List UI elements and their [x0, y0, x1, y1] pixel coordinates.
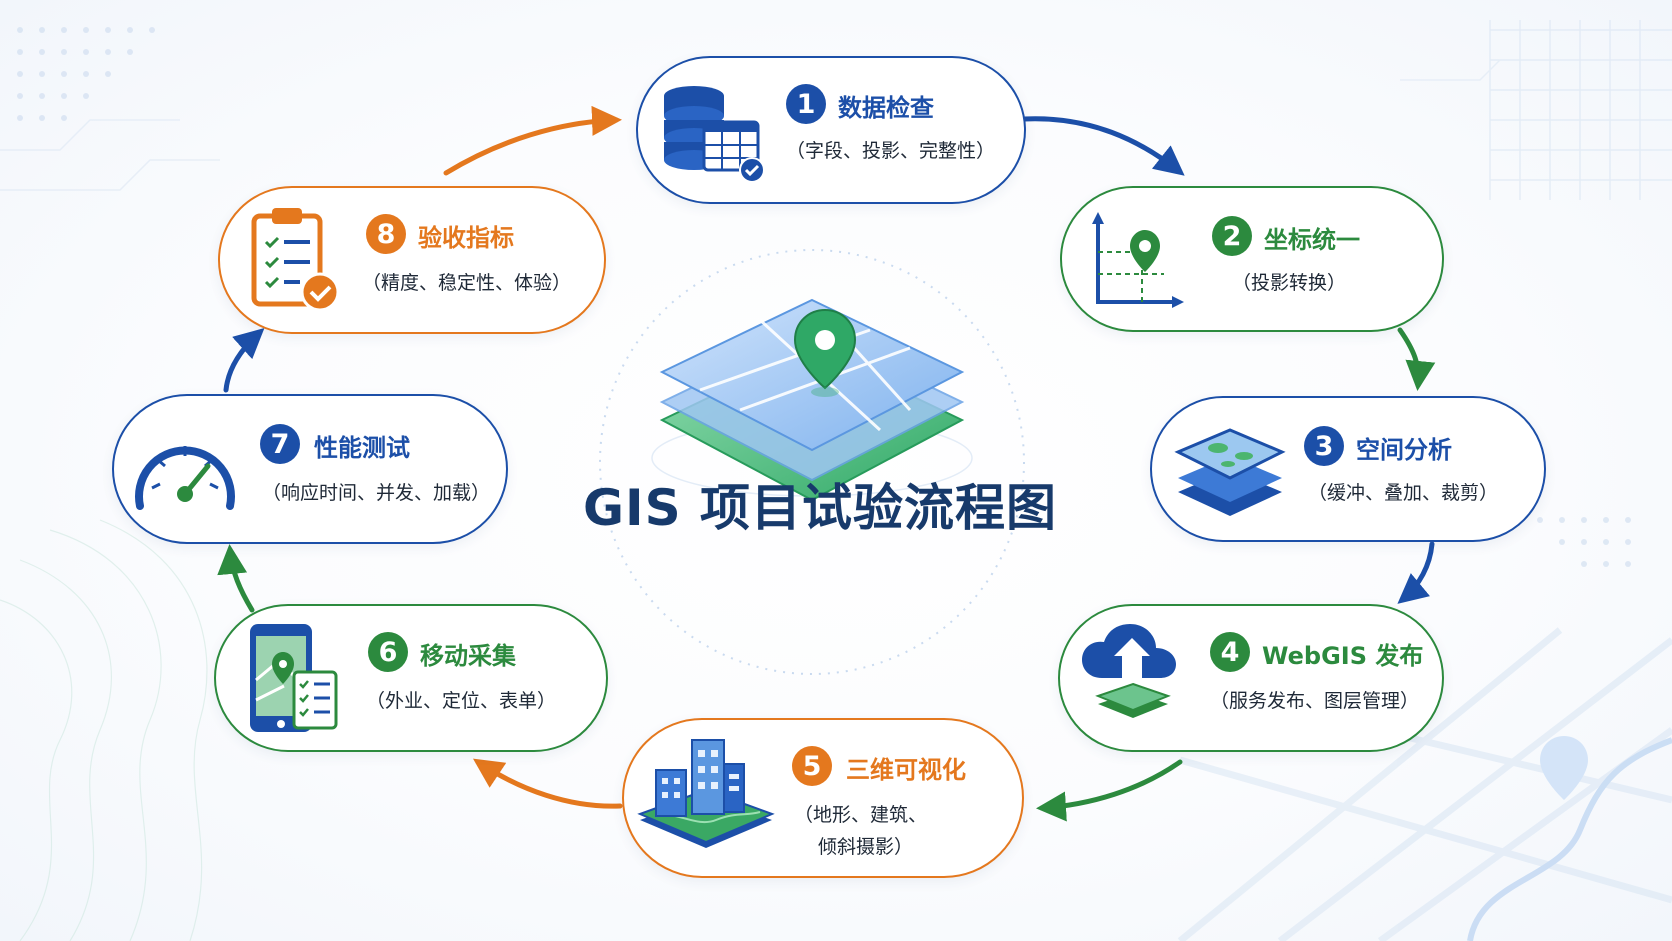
step-node-3: 3 空间分析 （缓冲、叠加、裁剪）: [1150, 396, 1546, 542]
database-table-check-icon: [664, 86, 765, 183]
step-7-title: 性能测试: [314, 434, 410, 462]
step-node-8: 8 验收指标 （精度、稳定性、体验）: [218, 186, 606, 334]
step-2-subtitle: （投影转换）: [1232, 272, 1347, 294]
diagram-title: GIS 项目试验流程图: [582, 479, 1058, 537]
step-node-4: 4 WebGIS 发布 （服务发布、图层管理）: [1058, 604, 1444, 752]
center-dotted-ring: [599, 249, 1025, 675]
step-6-subtitle: （外业、定位、表单）: [366, 690, 557, 712]
step-6-number-badge: 6: [368, 632, 408, 672]
mobile-map-form-icon: [250, 624, 338, 732]
arrow-7-to-8: [223, 327, 265, 393]
arrow-8-to-1: [443, 105, 622, 176]
step-4-title: WebGIS 发布: [1262, 642, 1424, 670]
arrow-1-to-2: [1021, 116, 1185, 176]
step-5-subtitle-line-1: （地形、建筑、: [794, 804, 928, 826]
arrow-3-to-4: [1397, 541, 1435, 604]
arrow-4-to-5: [1036, 759, 1183, 822]
step-3-number-badge: 3: [1304, 426, 1344, 466]
step-7-subtitle: （响应时间、并发、加载）: [262, 482, 491, 504]
step-node-1: 1 数据检查 （字段、投影、完整性）: [636, 56, 1026, 204]
speedometer-icon: [135, 446, 235, 510]
step-5-number-badge: 5: [792, 746, 832, 786]
step-2-title: 坐标统一: [1264, 226, 1360, 254]
step-8-subtitle: （精度、稳定性、体验）: [362, 272, 572, 294]
step-3-subtitle: （缓冲、叠加、裁剪）: [1308, 482, 1499, 504]
step-5-subtitle-line-2: 倾斜摄影）: [818, 836, 914, 858]
step-node-5: 5 三维可视化 （地形、建筑、 倾斜摄影）: [622, 718, 1024, 878]
step-node-7: 7 性能测试 （响应时间、并发、加载）: [112, 394, 508, 544]
step-4-subtitle: （服务发布、图层管理）: [1210, 690, 1420, 712]
arrow-5-to-6: [473, 758, 623, 809]
step-node-6: 6 移动采集 （外业、定位、表单）: [214, 604, 608, 752]
step-8-number-badge: 8: [366, 214, 406, 254]
arrow-2-to-3: [1397, 327, 1436, 391]
step-7-number-badge: 7: [260, 424, 300, 464]
arrow-6-to-7: [217, 544, 255, 613]
3d-buildings-terrain-icon: [637, 739, 775, 848]
background-decoration: [0, 20, 1672, 941]
step-3-title: 空间分析: [1356, 436, 1452, 464]
map-layers-icon: [1174, 428, 1286, 516]
step-1-subtitle: （字段、投影、完整性）: [786, 140, 996, 162]
step-1-number-badge: 1: [786, 84, 826, 124]
step-6-title: 移动采集: [420, 642, 516, 670]
coordinate-axes-pin-icon: [1092, 212, 1184, 308]
step-1-title: 数据检查: [838, 94, 934, 122]
step-5-title: 三维可视化: [846, 756, 966, 784]
cloud-upload-layers-icon: [1082, 624, 1176, 718]
clipboard-checklist-icon: [251, 208, 340, 312]
step-node-2: 2 坐标统一 （投影转换）: [1060, 186, 1444, 332]
center-map-layers-icon: [659, 298, 965, 502]
step-8-title: 验收指标: [418, 224, 514, 252]
step-4-number-badge: 4: [1210, 632, 1250, 672]
step-2-number-badge: 2: [1212, 216, 1252, 256]
